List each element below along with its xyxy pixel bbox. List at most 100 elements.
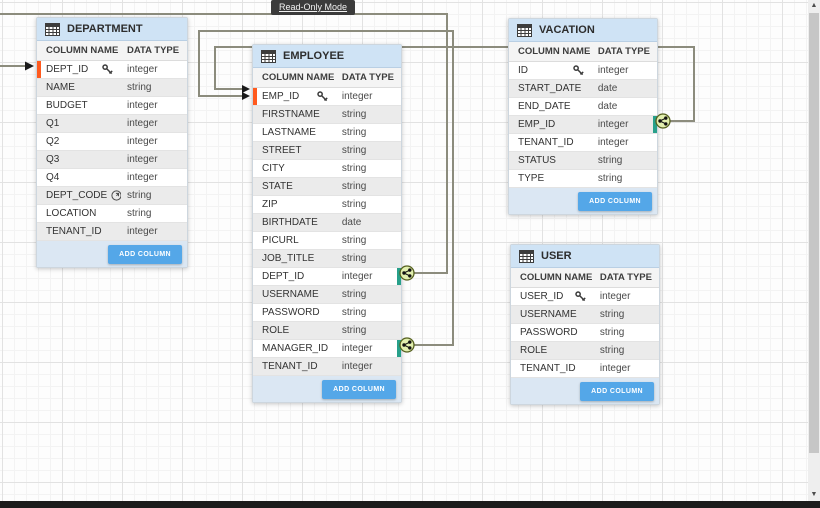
- arrowhead-into-dept-id: [25, 61, 34, 71]
- column-row[interactable]: ZIP string: [253, 196, 401, 214]
- column-row[interactable]: STATE string: [253, 178, 401, 196]
- column-row[interactable]: END_DATE date: [509, 98, 657, 116]
- column-row[interactable]: FIRSTNAME string: [253, 106, 401, 124]
- column-row[interactable]: Q4 integer: [37, 169, 187, 187]
- column-row[interactable]: LOCATION string: [37, 205, 187, 223]
- column-row[interactable]: EMP_ID integer: [509, 116, 657, 134]
- scroll-up-icon[interactable]: ▲: [810, 2, 818, 9]
- column-row[interactable]: DEPT_ID integer: [37, 61, 187, 79]
- data-type-header: DATA TYPE: [127, 45, 180, 56]
- column-data-type: string: [341, 289, 367, 300]
- column-row[interactable]: ROLE string: [511, 342, 659, 360]
- column-name: ID: [518, 65, 528, 76]
- column-row[interactable]: ID integer: [509, 62, 657, 80]
- column-row[interactable]: START_DATE date: [509, 80, 657, 98]
- add-column-button[interactable]: ADD COLUMN: [578, 191, 652, 211]
- column-row[interactable]: Q3 integer: [37, 151, 187, 169]
- arrowhead-into-emp-id-manager: [242, 92, 250, 100]
- column-name: USER_ID: [520, 291, 564, 302]
- column-row[interactable]: TENANT_ID integer: [37, 223, 187, 241]
- add-column-button[interactable]: ADD COLUMN: [580, 381, 654, 401]
- column-name: EMP_ID: [262, 91, 300, 102]
- column-data-type: string: [599, 327, 625, 338]
- table-name: VACATION: [539, 24, 595, 36]
- columns-header-row: COLUMN NAME DATA TYPE: [253, 68, 401, 88]
- column-row[interactable]: BIRTHDATE date: [253, 214, 401, 232]
- column-row[interactable]: STATUS string: [509, 152, 657, 170]
- table-department[interactable]: DEPARTMENT COLUMN NAME DATA TYPE DEPT_ID…: [36, 17, 188, 268]
- column-data-type: integer: [599, 363, 631, 374]
- vertical-scrollbar[interactable]: ▲ ▼: [808, 0, 820, 501]
- column-data-type: string: [341, 109, 367, 120]
- column-name: ROLE: [520, 345, 548, 356]
- add-column-button[interactable]: ADD COLUMN: [108, 244, 182, 264]
- column-data-type: integer: [341, 361, 373, 372]
- column-name-header: COLUMN NAME: [518, 46, 591, 57]
- column-row[interactable]: PICURL string: [253, 232, 401, 250]
- table-title-bar[interactable]: DEPARTMENT: [37, 18, 187, 41]
- table-vacation[interactable]: VACATION COLUMN NAME DATA TYPE ID intege…: [508, 18, 658, 215]
- column-data-type: string: [341, 325, 367, 336]
- table-user[interactable]: USER COLUMN NAME DATA TYPE USER_ID integ…: [510, 244, 660, 405]
- column-row[interactable]: STREET string: [253, 142, 401, 160]
- column-data-type: integer: [127, 154, 158, 165]
- primary-key-icon: [573, 65, 584, 79]
- column-row[interactable]: JOB_TITLE string: [253, 250, 401, 268]
- data-type-header: DATA TYPE: [599, 272, 652, 283]
- table-grid-icon: [517, 23, 532, 37]
- column-name-header: COLUMN NAME: [262, 72, 335, 83]
- column-data-type: string: [599, 309, 625, 320]
- column-row[interactable]: TENANT_ID integer: [511, 360, 659, 378]
- column-row[interactable]: EMP_ID integer: [253, 88, 401, 106]
- table-name: DEPARTMENT: [67, 23, 143, 35]
- column-name: PASSWORD: [520, 327, 578, 338]
- column-data-type: integer: [597, 137, 629, 148]
- column-row[interactable]: USERNAME string: [253, 286, 401, 304]
- column-row[interactable]: CITY string: [253, 160, 401, 178]
- column-data-type: string: [599, 345, 625, 356]
- column-name: TYPE: [518, 173, 545, 184]
- horizontal-scrollbar[interactable]: [0, 501, 820, 508]
- column-name: ROLE: [262, 325, 290, 336]
- column-row[interactable]: BUDGET integer: [37, 97, 187, 115]
- column-data-type: string: [341, 145, 367, 156]
- table-grid-icon: [45, 22, 60, 36]
- table-employee[interactable]: EMPLOYEE COLUMN NAME DATA TYPE EMP_ID in…: [252, 44, 402, 403]
- column-name: Q4: [46, 172, 60, 183]
- column-row[interactable]: PASSWORD string: [511, 324, 659, 342]
- column-row[interactable]: DEPT_CODE string: [37, 187, 187, 205]
- column-row[interactable]: TENANT_ID integer: [253, 358, 401, 376]
- table-title-bar[interactable]: VACATION: [509, 19, 657, 42]
- column-row[interactable]: TYPE string: [509, 170, 657, 188]
- column-data-type: string: [341, 235, 367, 246]
- table-name: EMPLOYEE: [283, 50, 345, 62]
- add-column-button[interactable]: ADD COLUMN: [322, 379, 396, 399]
- connector-employee-manager-id[interactable]: [399, 337, 415, 353]
- column-name: STATE: [262, 181, 293, 192]
- table-grid-icon: [261, 49, 276, 63]
- column-row[interactable]: TENANT_ID integer: [509, 134, 657, 152]
- column-row[interactable]: USERNAME string: [511, 306, 659, 324]
- column-row[interactable]: Q2 integer: [37, 133, 187, 151]
- column-row[interactable]: LASTNAME string: [253, 124, 401, 142]
- column-name: TENANT_ID: [46, 226, 102, 237]
- column-row[interactable]: DEPT_ID integer: [253, 268, 401, 286]
- vertical-scrollbar-thumb[interactable]: [809, 13, 819, 453]
- column-data-type: string: [341, 253, 367, 264]
- column-row[interactable]: USER_ID integer: [511, 288, 659, 306]
- table-title-bar[interactable]: USER: [511, 245, 659, 268]
- column-row[interactable]: NAME string: [37, 79, 187, 97]
- connector-vacation-emp-id[interactable]: [655, 113, 671, 129]
- connector-employee-dept-id[interactable]: [399, 265, 415, 281]
- column-name: Q3: [46, 154, 60, 165]
- column-data-type: integer: [597, 65, 629, 76]
- table-title-bar[interactable]: EMPLOYEE: [253, 45, 401, 68]
- column-row[interactable]: ROLE string: [253, 322, 401, 340]
- column-row[interactable]: Q1 integer: [37, 115, 187, 133]
- column-row[interactable]: MANAGER_ID integer: [253, 340, 401, 358]
- column-row[interactable]: PASSWORD string: [253, 304, 401, 322]
- scroll-down-icon[interactable]: ▼: [810, 491, 818, 498]
- table-name: USER: [541, 250, 572, 262]
- column-name: USERNAME: [262, 289, 319, 300]
